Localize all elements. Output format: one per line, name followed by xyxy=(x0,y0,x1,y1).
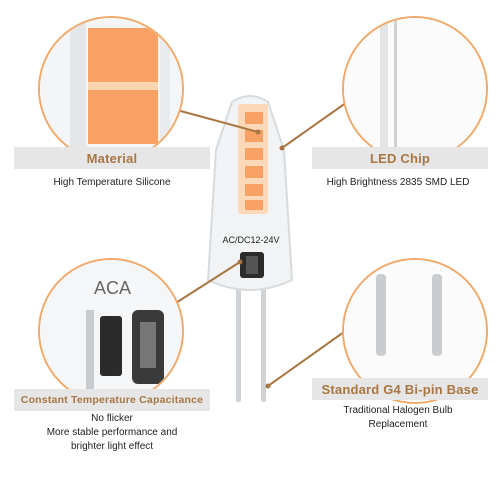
led-chip-5 xyxy=(245,184,263,196)
led-chip-title: LED Chip xyxy=(369,150,431,166)
material-zoom-circle xyxy=(38,16,184,162)
led-chip-4 xyxy=(245,166,263,178)
capacitance-title-band: Constant Temperature Capacitance xyxy=(14,389,210,411)
base-title: Standard G4 Bi-pin Base xyxy=(321,381,479,397)
voltage-label: AC/DC12-24V xyxy=(222,235,279,245)
left-pin xyxy=(236,282,241,402)
led-chip-1 xyxy=(245,112,263,124)
led-chip-6 xyxy=(245,200,263,210)
led-chip-3 xyxy=(245,148,263,160)
material-title-band: Material xyxy=(14,147,210,169)
led-chip-zoom-circle xyxy=(342,16,488,162)
material-title: Material xyxy=(86,150,138,166)
material-description: High Temperature Silicone xyxy=(53,177,171,188)
capacitance-zoom-circle: ACA xyxy=(38,258,184,404)
capacitance-title: Constant Temperature Capacitance xyxy=(20,394,204,406)
zoomed-pin-right xyxy=(432,274,442,356)
capacitance-description: No flicker More stable performance and b… xyxy=(46,413,178,452)
zoomed-label-text: ACA xyxy=(94,278,131,298)
zoomed-led-chip xyxy=(88,28,158,82)
zoomed-capacitor xyxy=(100,316,122,376)
base-title-band: Standard G4 Bi-pin Base xyxy=(312,378,488,400)
led-chip-title-band: LED Chip xyxy=(312,147,488,169)
led-chip-description: High Brightness 2835 SMD LED xyxy=(326,177,470,188)
right-pin xyxy=(261,282,266,402)
base-description: Traditional Halogen Bulb Replacement xyxy=(343,405,453,430)
connector-led-chip xyxy=(281,99,351,149)
zoomed-pin-left xyxy=(376,274,386,356)
